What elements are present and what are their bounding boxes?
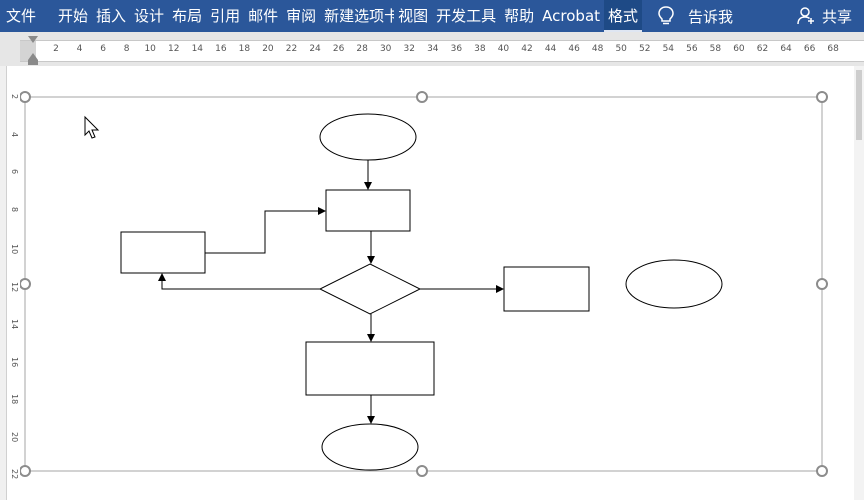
tab-new-tab[interactable]: 新建选项卡 <box>324 7 395 25</box>
ruler-number: 40 <box>497 44 510 54</box>
vertical-ruler-number: 16 <box>10 356 19 367</box>
tab-format[interactable]: 格式 <box>604 0 643 32</box>
ruler-number: 60 <box>733 44 745 54</box>
ruler-number: 16 <box>215 44 227 54</box>
ruler-number: 10 <box>144 44 156 54</box>
tab-view[interactable]: 视图 <box>398 7 429 25</box>
ruler-number: 28 <box>356 44 368 54</box>
vertical-ruler-number: 18 <box>10 394 19 405</box>
ruler-number: 64 <box>780 44 792 54</box>
person-icon <box>797 7 814 25</box>
tab-references[interactable]: 引用 <box>210 7 241 25</box>
hanging-indent-marker[interactable] <box>28 53 38 60</box>
ruler-number: 8 <box>123 44 130 54</box>
mouse-pointer-icon <box>84 115 100 139</box>
tab-review[interactable]: 审阅 <box>286 7 317 25</box>
vertical-ruler-number: 14 <box>10 319 19 330</box>
process-box-left[interactable] <box>120 231 206 274</box>
ruler-number: 32 <box>403 44 415 54</box>
ruler-number: 54 <box>662 44 675 54</box>
tab-acrobat[interactable]: Acrobat <box>542 7 601 25</box>
lightbulb-icon <box>658 6 674 25</box>
ruler-number: 56 <box>686 44 698 54</box>
scrollbar-thumb[interactable] <box>856 70 862 140</box>
ruler-number: 68 <box>827 44 839 54</box>
resize-handle-right[interactable] <box>816 278 828 290</box>
vertical-ruler-track: 2 4 6 8 10 12 14 16 18 20 22 <box>6 66 21 500</box>
left-indent-marker[interactable] <box>28 60 38 65</box>
decision-diamond[interactable] <box>318 263 422 315</box>
tab-insert[interactable]: 插入 <box>96 7 127 25</box>
ruler-number: 2 <box>53 44 59 54</box>
ruler-number: 36 <box>450 44 463 54</box>
tab-help[interactable]: 帮助 <box>504 7 535 25</box>
ribbon-tab-bar: 文件 开始 插入 设计 布局 引用 邮件 审阅 新建选项卡 视图 开发工具 帮助… <box>0 0 864 32</box>
connector-diamond-to-left[interactable] <box>158 273 320 290</box>
vertical-ruler-number: 12 <box>10 281 19 292</box>
vertical-scrollbar[interactable] <box>854 66 864 500</box>
resize-handle-bottom[interactable] <box>416 465 428 477</box>
ruler-number: 42 <box>521 44 533 54</box>
share-label: 共享 <box>821 7 852 26</box>
ruler-number: 12 <box>168 44 180 54</box>
document-page[interactable] <box>20 66 854 500</box>
vertical-ruler-number: 6 <box>10 169 19 175</box>
first-line-indent-marker[interactable] <box>28 36 38 43</box>
tab-home[interactable]: 开始 <box>58 7 89 25</box>
process-box-bottom[interactable] <box>305 341 435 396</box>
resize-handle-bottom-right[interactable] <box>816 465 828 477</box>
ruler-number: 20 <box>262 44 274 54</box>
resize-handle-left[interactable] <box>20 278 31 290</box>
ruler-number: 4 <box>76 44 83 54</box>
start-ellipse[interactable] <box>319 113 417 161</box>
ruler-number: 50 <box>615 44 627 54</box>
ruler-number: 52 <box>639 44 651 54</box>
process-box-right[interactable] <box>503 266 590 312</box>
ruler-number: 34 <box>427 44 439 54</box>
vertical-ruler-number: 22 <box>10 469 19 480</box>
process-box-1[interactable] <box>325 189 411 232</box>
tab-developer[interactable]: 开发工具 <box>436 7 497 25</box>
ruler-number: 22 <box>285 44 298 54</box>
ruler-number: 66 <box>803 44 816 54</box>
tell-me-box[interactable]: 告诉我 <box>656 0 733 32</box>
tab-design[interactable]: 设计 <box>134 7 165 25</box>
ruler-number: 62 <box>756 44 769 54</box>
tell-me-label: 告诉我 <box>688 7 734 26</box>
vertical-ruler-number: 8 <box>10 206 19 212</box>
ruler-number: 30 <box>379 44 392 54</box>
tab-layout[interactable]: 布局 <box>172 7 203 25</box>
share-button[interactable]: 共享 <box>796 0 864 32</box>
ruler-number: 38 <box>474 44 486 54</box>
ruler-number: 24 <box>309 44 321 54</box>
standalone-ellipse[interactable] <box>625 259 723 309</box>
ruler-number: 14 <box>191 44 204 54</box>
ruler-number: 44 <box>544 44 557 54</box>
resize-handle-top[interactable] <box>416 91 428 103</box>
resize-handle-top-right[interactable] <box>816 91 828 103</box>
vertical-ruler[interactable]: 2 4 6 8 10 12 14 16 18 20 22 <box>0 66 21 500</box>
connector-left-to-box1[interactable] <box>205 207 326 254</box>
ruler-number: 6 <box>100 44 106 54</box>
vertical-ruler-number: 20 <box>10 431 19 442</box>
vertical-ruler-number: 4 <box>10 131 19 137</box>
vertical-ruler-number: 2 <box>10 94 19 100</box>
flowchart-canvas[interactable] <box>20 66 854 500</box>
ruler-number: 26 <box>332 44 345 54</box>
end-ellipse[interactable] <box>321 423 419 471</box>
tab-file[interactable]: 文件 <box>6 7 37 25</box>
ruler-number: 46 <box>568 44 580 54</box>
ruler-number: 48 <box>591 44 604 54</box>
ruler-number: 18 <box>238 44 251 54</box>
resize-handle-top-left[interactable] <box>20 91 31 103</box>
tab-mailings[interactable]: 邮件 <box>248 7 279 25</box>
ruler-number: 58 <box>709 44 722 54</box>
resize-handle-bottom-left[interactable] <box>20 465 31 477</box>
vertical-ruler-number: 10 <box>10 244 19 255</box>
